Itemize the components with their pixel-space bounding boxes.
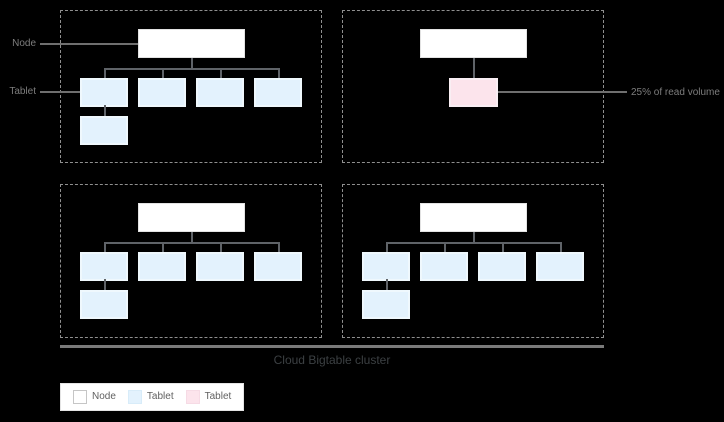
connector-line [560,242,562,253]
tablet-box [196,78,244,107]
connector-line [191,232,193,243]
node-box [138,203,245,232]
tablet-box [80,116,128,145]
legend: Node Tablet Tablet [60,383,245,411]
tablet-box [196,252,244,281]
connector-line [104,279,106,292]
cluster-title: Cloud Bigtable cluster [273,353,391,367]
node-box [420,29,527,58]
tablet-box [80,290,128,319]
connector-line [220,68,222,79]
legend-label: Node [92,391,116,402]
connector-line [104,242,106,253]
hot-tablet-box [449,78,498,107]
read-volume-label: 25% of read volume [631,87,720,98]
read-volume-callout-line [498,91,627,93]
tablet-swatch-icon [127,390,142,404]
connector-line [278,242,280,253]
connector-line [502,242,504,253]
node-group-top-left [60,10,322,163]
connector-line [104,105,106,118]
node-callout-label: Node [12,38,36,49]
connector-line [104,242,280,244]
node-callout-line [40,43,138,45]
tablet-box [254,252,302,281]
legend-item-hot-tablet: Tablet [185,390,232,404]
connector-line [162,242,164,253]
connector-line [386,279,388,292]
legend-item-tablet: Tablet [127,390,174,404]
connector-line [473,58,475,79]
node-group-bottom-left [60,184,322,338]
node-group-top-right [342,10,604,163]
tablet-box [362,290,410,319]
legend-label: Tablet [204,391,232,402]
connector-line [444,242,446,253]
tablet-box [138,78,186,107]
cluster-bracket-line [60,345,604,348]
node-box [138,29,245,58]
tablet-box [80,252,128,281]
tablet-callout-line [40,91,80,93]
tablet-callout-label: Tablet [9,86,36,97]
connector-line [278,68,280,79]
connector-line [220,242,222,253]
node-group-bottom-right [342,184,604,338]
connector-line [473,232,475,243]
connector-line [191,58,193,69]
tablet-box [536,252,584,281]
connector-line [386,242,388,253]
legend-item-node: Node [73,390,116,404]
tablet-box [138,252,186,281]
connector-line [104,68,280,70]
legend-label: Tablet [146,391,174,402]
tablet-box [478,252,526,281]
tablet-box [80,78,128,107]
node-swatch-icon [73,390,87,404]
connector-line [162,68,164,79]
tablet-box [362,252,410,281]
node-box [420,203,527,232]
tablet-box [420,252,468,281]
hot-tablet-swatch-icon [185,390,200,404]
connector-line [104,68,106,79]
connector-line [386,242,562,244]
tablet-box [254,78,302,107]
